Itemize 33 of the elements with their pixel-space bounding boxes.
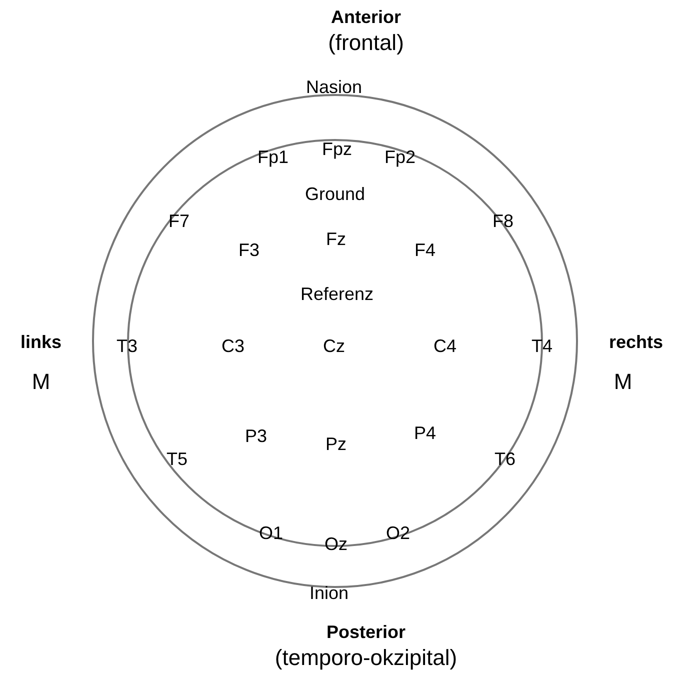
electrode-label: Ground (304, 185, 366, 205)
electrode-label: Cz (323, 337, 345, 357)
electrode-label: Referenz (300, 285, 374, 305)
electrode-label: Fpz (322, 140, 352, 160)
direction-label: (frontal) (328, 30, 404, 56)
electrode-label: Fp1 (257, 148, 289, 168)
electrode-label: C4 (434, 337, 456, 357)
electrode-label: Fp2 (384, 148, 416, 168)
electrode-label: F3 (238, 241, 260, 261)
electrode-label: T6 (494, 450, 516, 470)
landmark-label: Inion (309, 584, 349, 604)
electrode-label: T5 (166, 450, 188, 470)
electrode-label: T4 (532, 337, 552, 357)
electrode-label: Oz (324, 535, 348, 555)
electrode-label: F7 (168, 212, 190, 232)
electrode-label: O1 (259, 524, 283, 544)
electrode-label: Fz (326, 230, 346, 250)
mastoid-label: M (32, 370, 50, 394)
direction-label: rechts (608, 333, 664, 353)
electrode-label: F8 (492, 212, 514, 232)
electrode-label: P3 (244, 427, 268, 447)
mastoid-label: M (614, 370, 632, 394)
electrode-label: F4 (414, 241, 436, 261)
electrode-label: O2 (386, 524, 410, 544)
direction-label: (temporo-okzipital) (274, 646, 458, 670)
electrode-label: C3 (222, 337, 244, 357)
direction-label: Anterior (331, 8, 401, 28)
direction-label: Posterior (326, 623, 406, 643)
electrode-label: P4 (414, 424, 436, 444)
electrode-label: Pz (326, 435, 346, 455)
landmark-label: Nasion (306, 78, 362, 98)
electrode-label: T3 (116, 337, 138, 357)
direction-label: links (20, 333, 62, 353)
